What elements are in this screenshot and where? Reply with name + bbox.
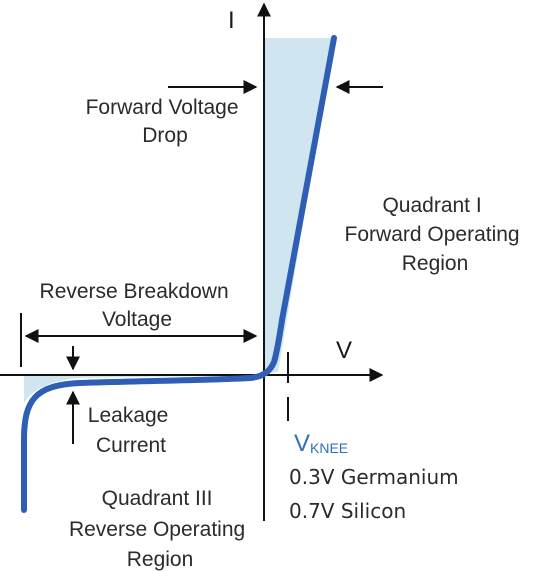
quadrant-3-label: Quadrant III Reverse Operating Region <box>69 487 251 571</box>
leakage-current-label: Leakage Current <box>88 404 174 457</box>
iv-curve <box>21 35 337 513</box>
silicon-knee-label: 0.7V Silicon <box>289 499 406 523</box>
reverse-breakdown-label: Reverse Breakdown Voltage <box>40 280 235 331</box>
x-axis-label: V <box>336 337 352 364</box>
germanium-knee-label: 0.3V Germanium <box>289 465 459 489</box>
knee-voltage-label: VKNEE <box>294 430 348 457</box>
forward-voltage-drop-label: Forward Voltage Drop <box>86 96 245 147</box>
y-axis-label: I <box>228 7 235 34</box>
reverse-shaded-region <box>24 376 264 404</box>
quadrant-1-label: Quadrant I Forward Operating Region <box>345 194 526 275</box>
